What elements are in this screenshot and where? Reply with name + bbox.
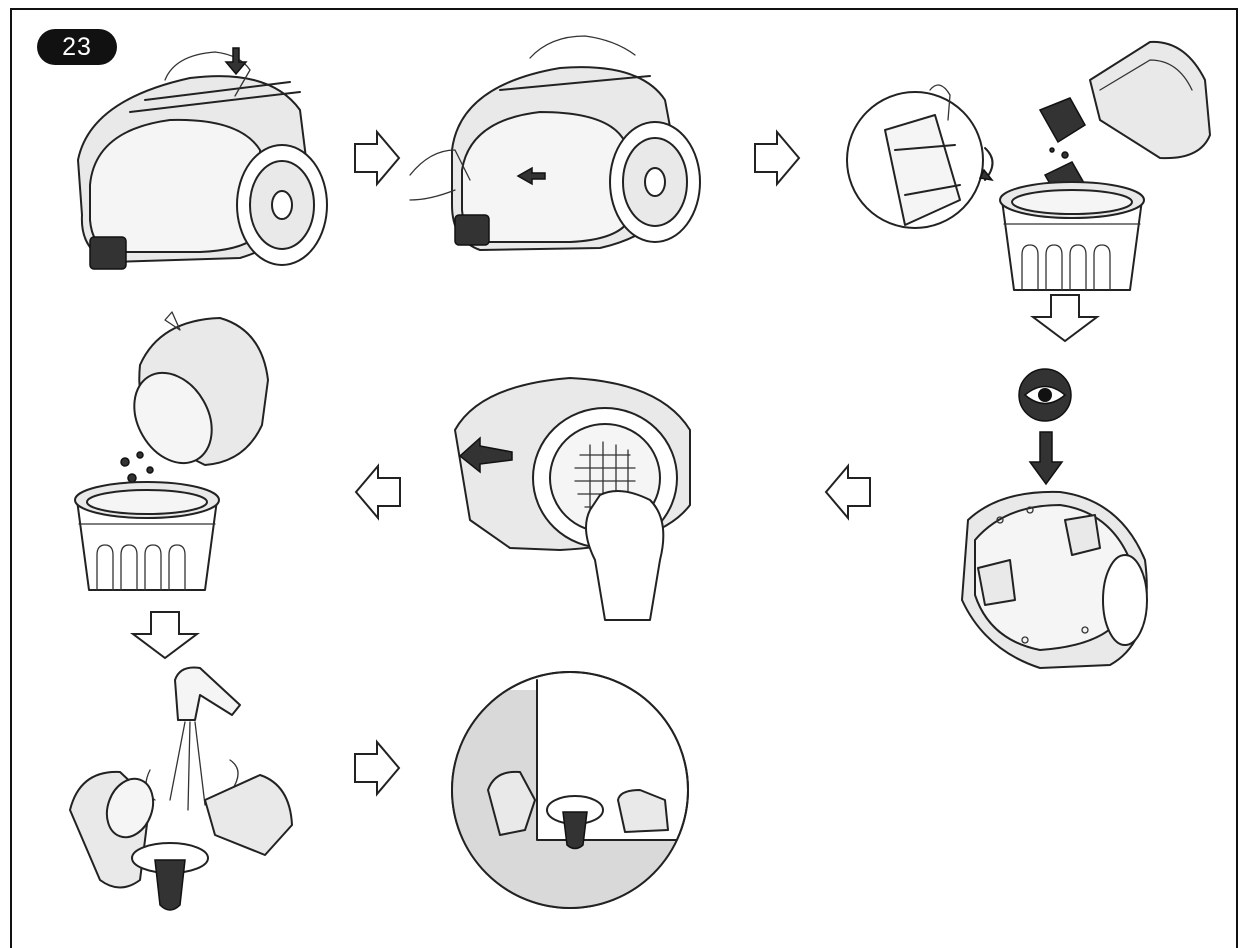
panel-5-remove-filter (455, 378, 690, 620)
arrow-right-icon (755, 132, 799, 184)
panel-1-vacuum-press-release (78, 48, 327, 269)
eye-inspect-icon (1019, 369, 1071, 421)
panel-7-wash-parts (70, 668, 292, 911)
arrow-down-solid-icon (1030, 432, 1062, 484)
arrow-right-icon (355, 742, 399, 794)
panel-6-empty-cyclone (75, 312, 268, 590)
arrow-left-icon (356, 466, 400, 518)
panel-8-dry-parts (450, 672, 690, 910)
panel-4-inspect-interior (962, 492, 1147, 668)
arrow-left-icon (826, 466, 870, 518)
arrow-down-icon (1033, 295, 1097, 341)
arrow-right-icon (355, 132, 399, 184)
panel-2-remove-dust-container (410, 36, 700, 250)
arrow-down-icon (133, 612, 197, 658)
panel-3-empty-container (847, 42, 1210, 290)
